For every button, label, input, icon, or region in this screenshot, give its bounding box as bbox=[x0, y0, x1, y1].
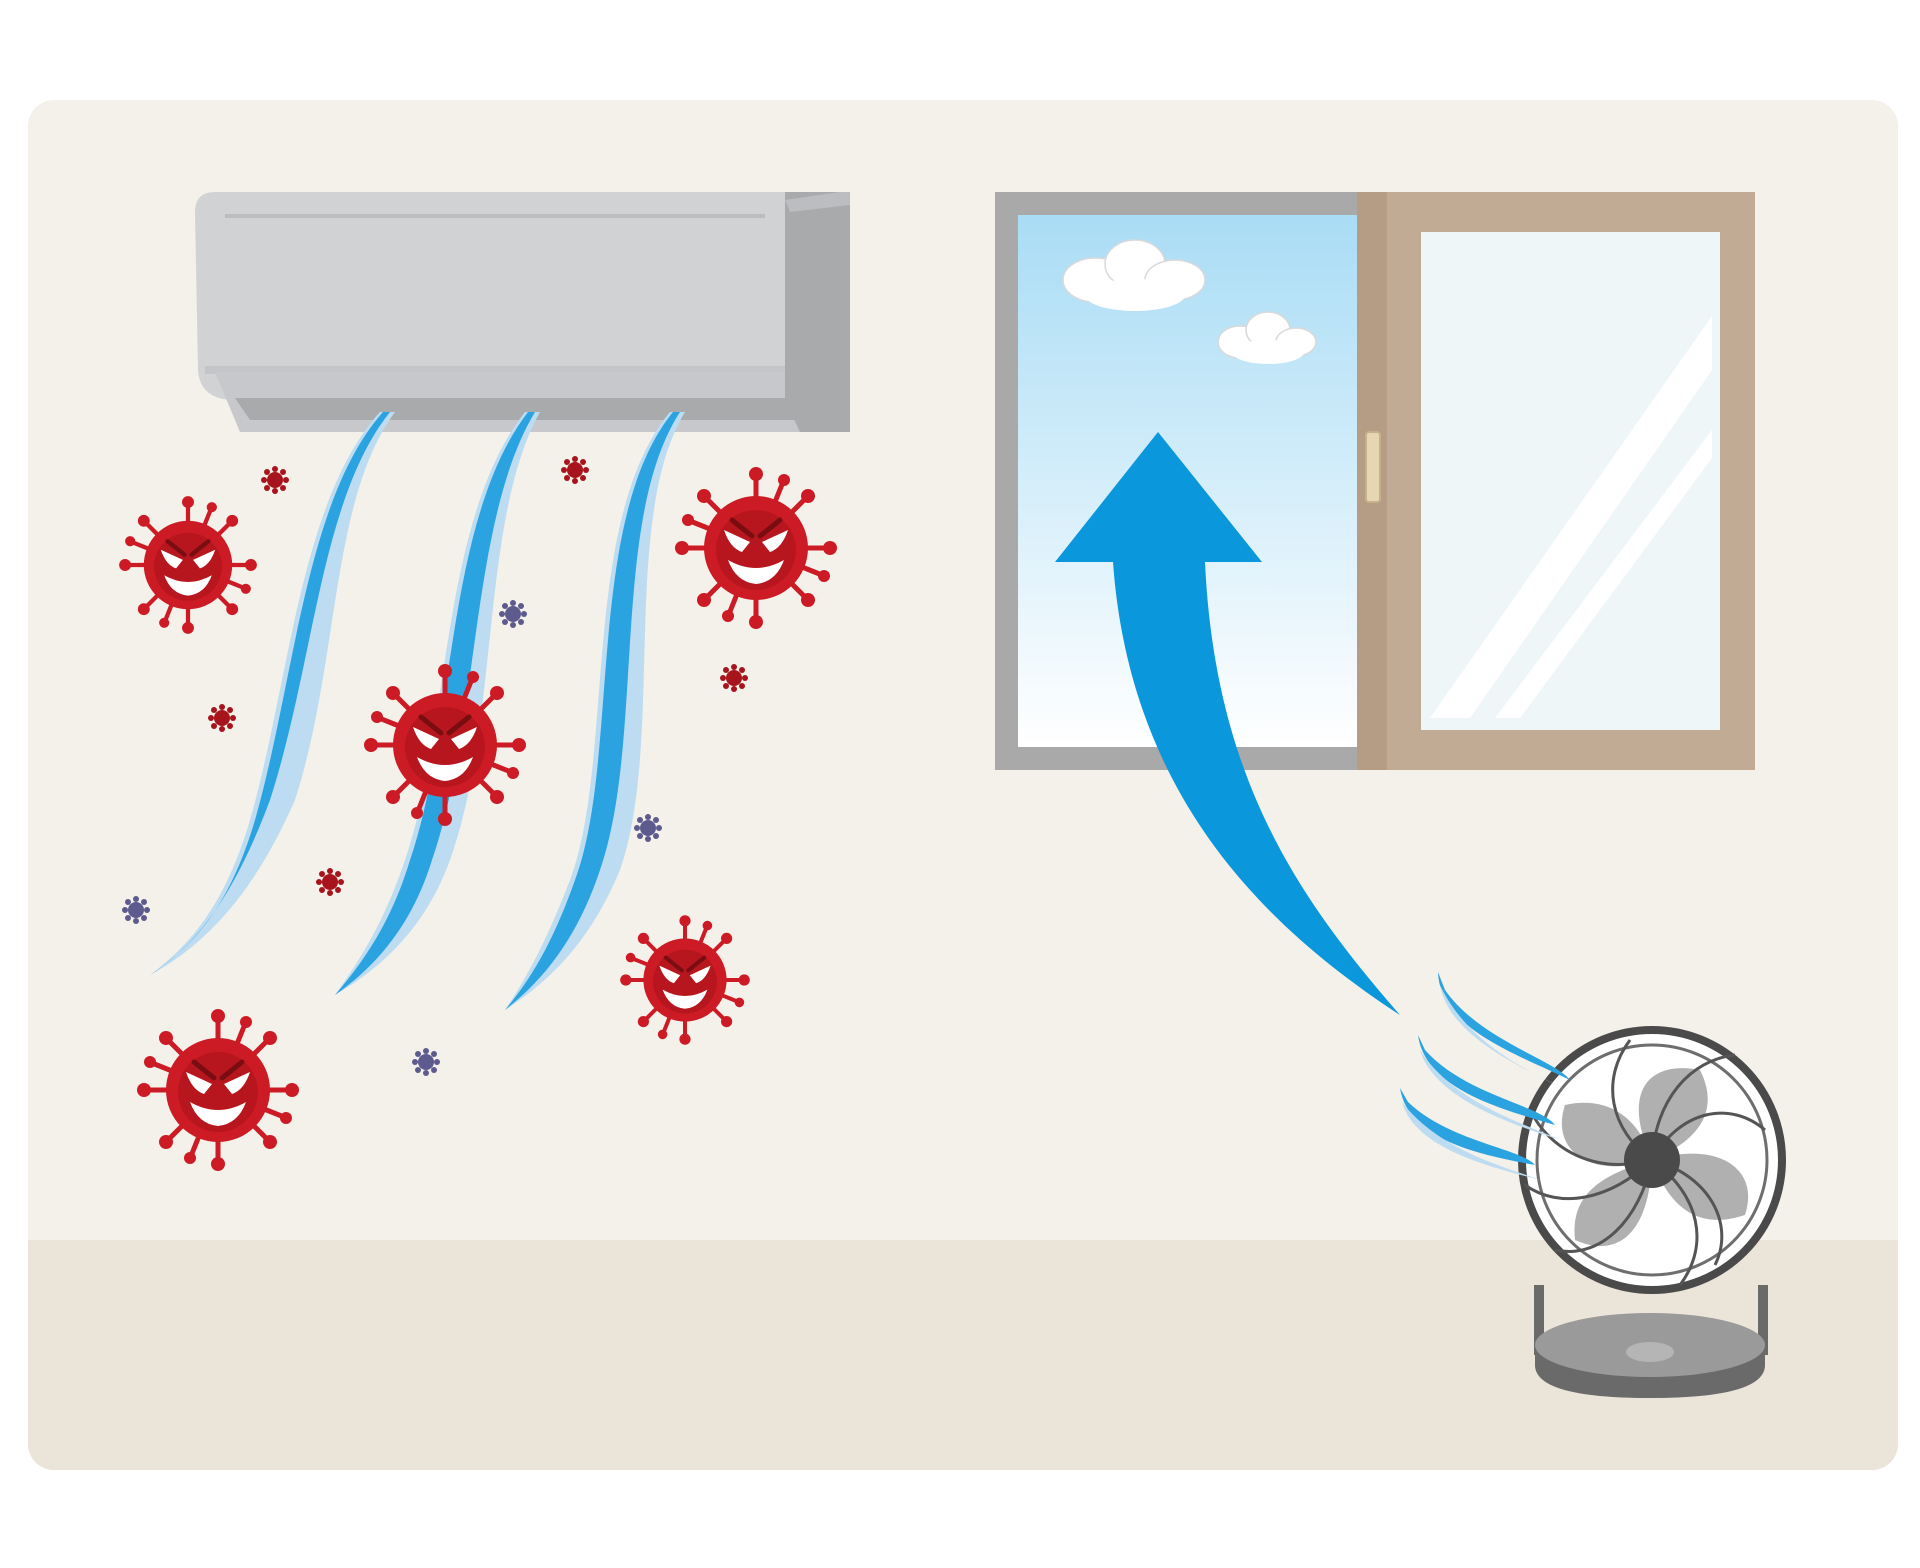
window-latch bbox=[1365, 431, 1381, 503]
virus-icon bbox=[364, 664, 526, 826]
airflow-streams bbox=[150, 412, 685, 1010]
window-icon bbox=[995, 192, 1755, 770]
small-virus-icon bbox=[208, 704, 236, 732]
small-virus-icon bbox=[316, 868, 344, 896]
small-virus-icon bbox=[261, 466, 289, 494]
cloud-icon bbox=[1217, 311, 1317, 364]
small-virus-icon bbox=[412, 1048, 440, 1076]
virus-icon bbox=[620, 915, 750, 1045]
circulator-fan-icon bbox=[1400, 972, 1786, 1398]
small-virus-icon bbox=[561, 456, 589, 484]
fan-head bbox=[1518, 1026, 1786, 1294]
fan-base bbox=[1534, 1285, 1768, 1398]
cloud-icon bbox=[1062, 239, 1206, 311]
small-virus-icon bbox=[122, 896, 150, 924]
virus-icon bbox=[675, 467, 837, 629]
small-virus-icon bbox=[499, 600, 527, 628]
virus-icon bbox=[119, 496, 257, 634]
ventilation-arrow-icon bbox=[1055, 432, 1400, 1015]
fan-wind-streams bbox=[1400, 972, 1575, 1180]
virus-icon bbox=[137, 1009, 299, 1171]
air-conditioner-icon bbox=[195, 192, 850, 432]
small-virus-icon bbox=[634, 814, 662, 842]
small-virus-icon bbox=[720, 664, 748, 692]
